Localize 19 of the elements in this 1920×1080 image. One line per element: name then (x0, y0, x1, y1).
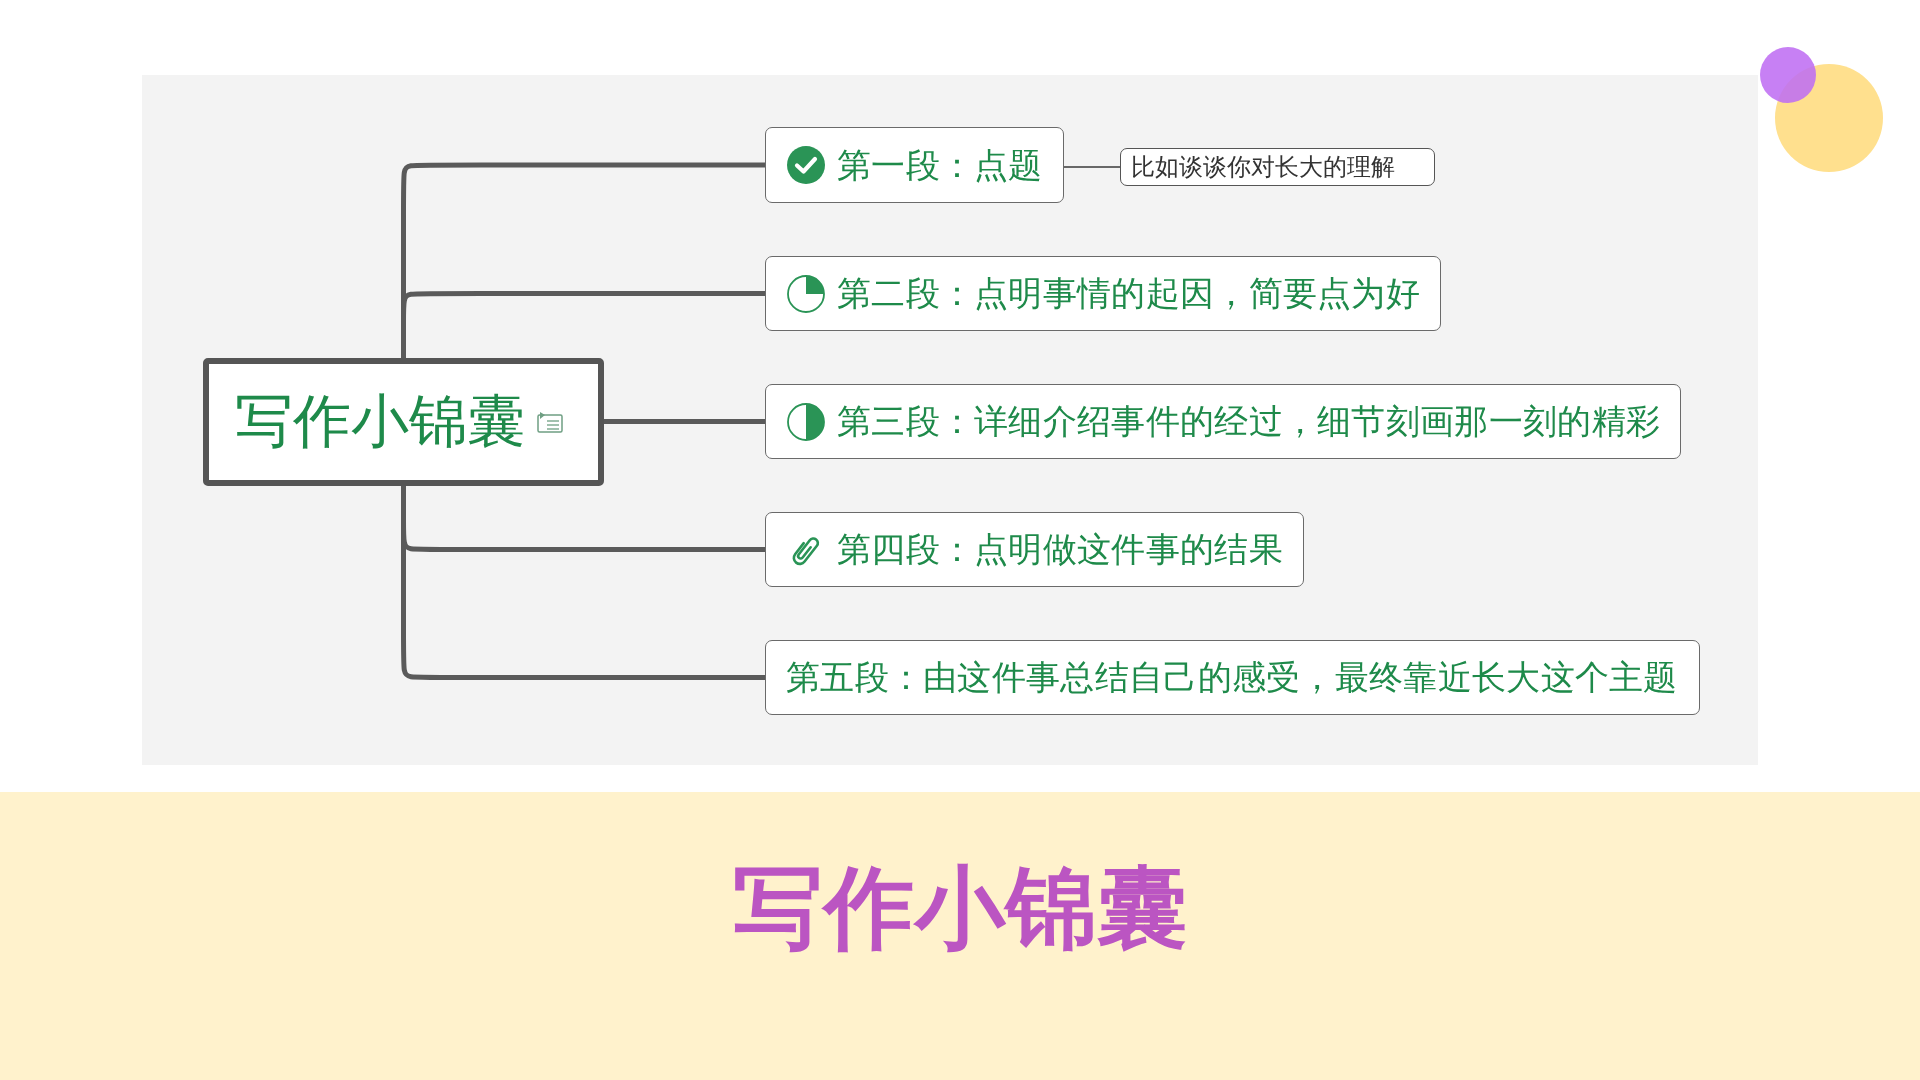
connector-line (1063, 166, 1121, 168)
connector-line (401, 486, 765, 680)
subtopic-box (765, 127, 1064, 203)
subtopic-box (765, 640, 1700, 715)
callout-text: 比如谈谈你对长大的理解 (1131, 152, 1395, 182)
title-text: 写作小锦囊 (732, 858, 1188, 957)
connector-line (401, 291, 765, 358)
callout-box (1120, 148, 1435, 186)
subtopic-text: 第三段：详细介绍事件的经过，细节刻画那一刻的精彩 (837, 401, 1661, 442)
subtopic-text: 第二段：点明事情的起因，简要点为好 (837, 273, 1421, 314)
subtopic-box (765, 512, 1304, 587)
connector-line (604, 419, 765, 424)
subtopic-text: 第五段：由这件事总结自己的感受，最终靠近长大这个主题 (786, 657, 1678, 698)
central-topic-box (203, 358, 604, 486)
subtopic-box (765, 256, 1442, 331)
subtopic-text: 第四段：点明做这件事的结果 (837, 529, 1283, 570)
subtopic-text: 第一段：点题 (837, 144, 1043, 186)
central-topic-text: 写作小锦囊 (235, 387, 525, 457)
subtopic-box (765, 384, 1682, 459)
